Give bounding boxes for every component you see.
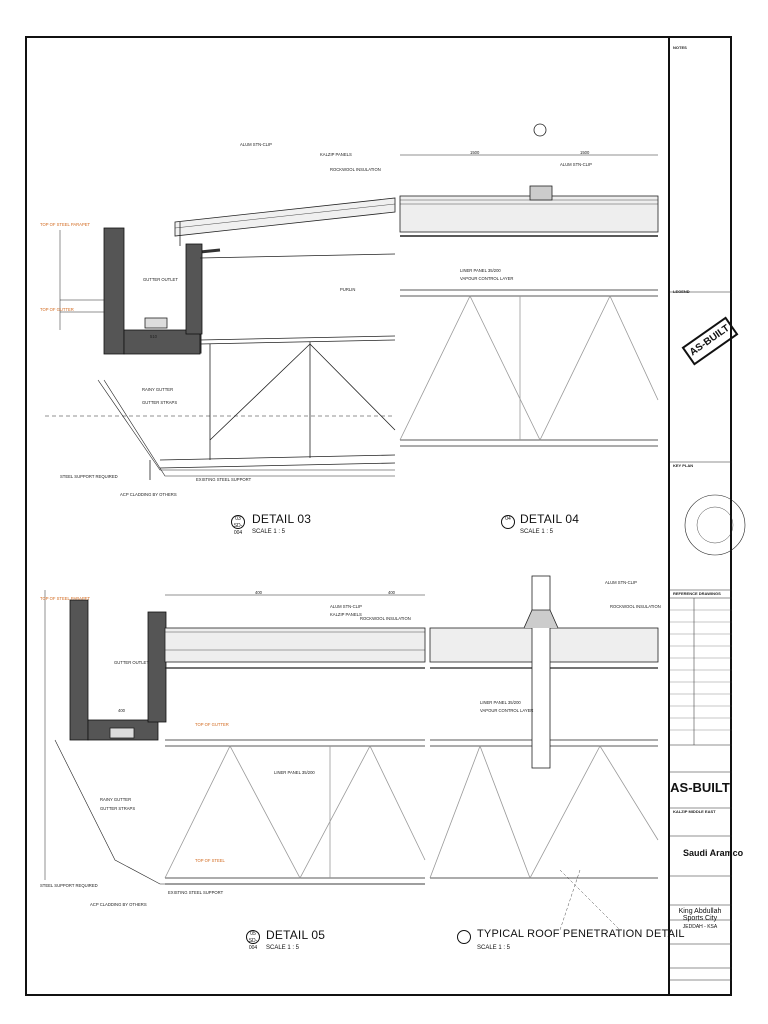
project-location: JEDDAH - KSA	[682, 924, 718, 930]
label-top-steel-parapet-03: TOP OF STEEL PARAPET	[40, 222, 91, 227]
ref-table-rows	[668, 609, 732, 731]
detail-05-geometry	[44, 590, 426, 885]
label-gutter-outlet-05: GUTTER OUTLET	[114, 660, 149, 665]
detail-05-number: 05	[250, 931, 256, 937]
detail-04-title: DETAIL 04	[520, 512, 580, 526]
label-kalzip-panels-05: KALZIP PANELS	[330, 612, 362, 617]
keyplan-heading: KEY PLAN	[673, 463, 694, 468]
label-gutter-outlet-03: GUTTER OUTLET	[143, 277, 178, 282]
contractor-name: KALZIP MIDDLE EAST	[673, 809, 716, 814]
label-alum-stclip-03: ALUM STN-CLIP	[240, 142, 272, 147]
penetration-scale: SCALE 1 : 5	[477, 945, 511, 951]
detail-05-ref: SD-004	[248, 938, 258, 951]
label-rockwool-05: ROCKWOOL INSULATION	[360, 616, 411, 621]
label-top-gutter-03: TOP OF GUTTER	[40, 307, 74, 312]
project-name: King Abdullah Sports City	[678, 908, 722, 922]
label-alum-stclip-pen: ALUM STN-CLIP	[605, 580, 637, 585]
label-dim-400-05b: 400	[388, 590, 395, 595]
label-top-steel-05: TOP OF STEEL	[195, 858, 225, 863]
label-rockwool-03: ROCKWOOL INSULATION	[330, 167, 381, 172]
label-gutter-straps-03: GUTTER STRAPS	[142, 400, 178, 405]
detail-03-scale: SCALE 1 : 5	[252, 529, 286, 535]
label-rockwool-pen: ROCKWOOL INSULATION	[610, 604, 661, 609]
status-label: AS-BUILT	[670, 780, 730, 795]
detail-03-title: DETAIL 03	[252, 512, 312, 526]
title-block: NOTES LEGEND KEY PLAN REFERENCE DRAWINGS…	[668, 36, 732, 996]
label-liner-panel-04: LINER PANEL 35/200	[460, 268, 501, 273]
detail-03-number: 03	[235, 516, 241, 522]
detail-03-ref: SD-004	[233, 523, 243, 536]
title-block-lines	[668, 291, 746, 981]
drawing-sheet-border	[25, 36, 732, 996]
label-steel-support-03: STEEL SUPPORT REQUIRED	[60, 474, 118, 479]
detail-05-scale: SCALE 1 : 5	[266, 945, 300, 951]
label-existing-steel-05: EXISTING STEEL SUPPORT	[168, 890, 224, 895]
label-purlin-03: PURLIN	[340, 287, 356, 292]
client-logo-text: Saudi Aramco	[683, 848, 744, 858]
detail-04-number: 04	[505, 516, 511, 522]
label-dim-1500-a: 1500	[470, 150, 480, 155]
label-liner-panel-pen: LINER PANEL 35/200	[480, 700, 521, 705]
label-dim-400-gutter: 400	[118, 708, 125, 713]
label-steel-support-05: STEEL SUPPORT REQUIRED	[40, 883, 98, 888]
label-kalzip-panels-03: KALZIP PANELS	[320, 152, 352, 157]
label-top-steel-parapet-05: TOP OF STEEL PARAPET	[40, 596, 91, 601]
label-gutter-straps-05: GUTTER STRAPS	[100, 806, 136, 811]
label-acp-05: ACP CLADDING BY OTHERS	[90, 902, 147, 907]
label-alum-stclip-04: ALUM STN-CLIP	[560, 162, 592, 167]
notes-heading: NOTES	[673, 45, 687, 50]
detail-04-geometry	[399, 123, 659, 447]
penetration-title: TYPICAL ROOF PENETRATION DETAIL	[477, 928, 685, 940]
legend-heading: LEGEND	[673, 289, 690, 294]
label-dim-510-03: 510	[150, 334, 157, 339]
label-top-gutter-05: TOP OF GUTTER	[195, 722, 229, 727]
label-rainy-gutter-03: RAINY GUTTER	[142, 387, 174, 392]
label-rainy-gutter-05: RAINY GUTTER	[100, 797, 132, 802]
detail-04-scale: SCALE 1 : 5	[520, 529, 554, 535]
label-dim-1500-b: 1500	[580, 150, 590, 155]
label-existing-steel-03: EXISTING STEEL SUPPORT	[196, 477, 252, 482]
label-liner-panel-05: LINER PANEL 35/200	[274, 770, 315, 775]
penetration-geometry	[429, 575, 659, 931]
label-alum-stclip-05: ALUM STN-CLIP	[330, 604, 362, 609]
label-vapour-04: VAPOUR CONTROL LAYER	[460, 276, 514, 281]
penetration-bubble	[457, 930, 471, 944]
label-vapour-pen: VAPOUR CONTROL LAYER	[480, 708, 534, 713]
detail-04-bubble: 04	[501, 515, 515, 529]
label-dim-400-05: 400	[255, 590, 262, 595]
detail-05-title: DETAIL 05	[266, 928, 326, 942]
label-acp-03: ACP CLADDING BY OTHERS	[120, 492, 177, 497]
ref-drawings-heading: REFERENCE DRAWINGS	[673, 591, 721, 596]
detail-03-geometry	[45, 197, 396, 480]
